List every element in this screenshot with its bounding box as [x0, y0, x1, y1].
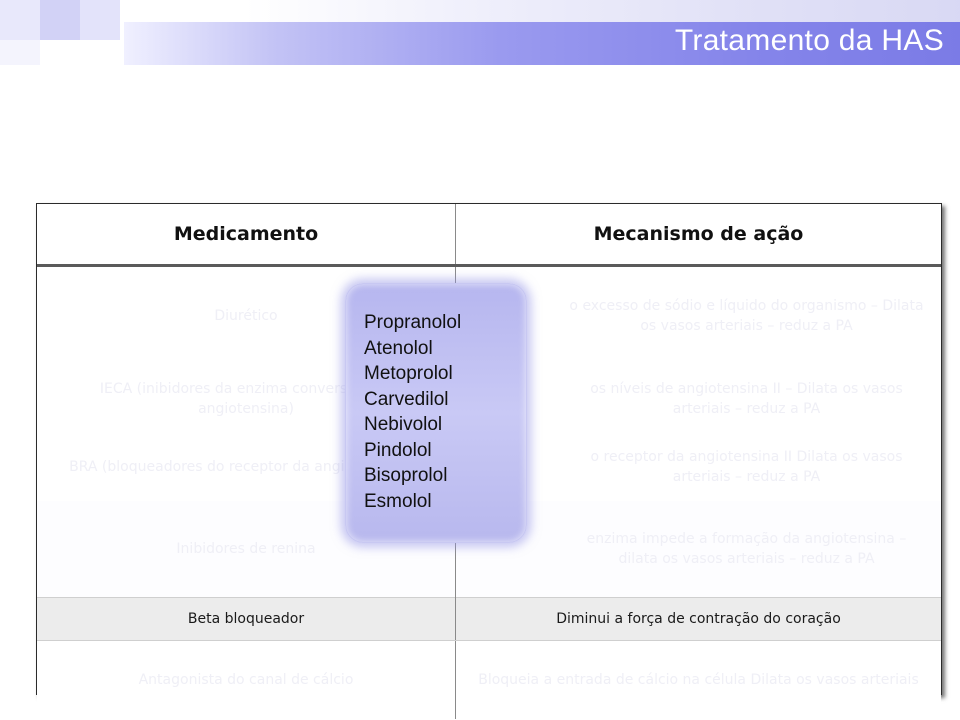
table-row-highlighted: Beta bloqueador Diminui a força de contr…	[37, 597, 941, 641]
table-row: Inibidores de renina enzima impede a for…	[37, 501, 941, 598]
slide-title: Tratamento da HAS	[674, 24, 944, 57]
table-header-row: Medicamento Mecanismo de ação	[37, 204, 941, 267]
cell-mecanismo: enzima impede a formação da angiotensina…	[455, 501, 941, 598]
list-item: Pindolol	[364, 439, 432, 461]
list-item: Metoprolol	[364, 363, 453, 384]
header-mecanismo: Mecanismo de ação	[455, 204, 941, 267]
header-accent-square-3	[80, 0, 120, 40]
list-item: Carvedilol	[364, 388, 449, 410]
cell-mecanismo: o excesso de sódio e líquido do organism…	[455, 265, 941, 365]
cell-medicamento: Antagonista do canal de cálcio	[37, 640, 456, 719]
header-accent-square-4	[0, 40, 40, 65]
cell-mecanismo: o receptor da angiotensina II Dilata os …	[455, 433, 941, 501]
beta-blocker-list: Propranolol Atenolol Metoprolol Carvedil…	[364, 310, 461, 514]
list-item: Atenolol	[364, 337, 433, 359]
list-item: Propranolol	[364, 312, 462, 333]
header-medicamento: Medicamento	[37, 204, 456, 267]
header-top-strip	[245, 0, 960, 22]
list-item: Esmolol	[364, 490, 432, 512]
cell-medicamento: Beta bloqueador	[37, 597, 456, 641]
beta-blocker-popup: Propranolol Atenolol Metoprolol Carvedil…	[345, 283, 527, 543]
header-accent-square-1	[0, 0, 40, 40]
cell-mecanismo: Diminui a força de contração do coração	[455, 597, 941, 641]
table-row: Antagonista do canal de cálcio Bloqueia …	[37, 640, 941, 719]
list-item: Nebivolol	[364, 414, 443, 435]
list-item: Bisoprolol	[364, 465, 448, 486]
header-bar	[124, 22, 960, 65]
cell-mecanismo: Bloqueia a entrada de cálcio na célula D…	[455, 640, 941, 719]
header-accent-square-2	[40, 0, 80, 40]
cell-mecanismo: os níveis de angiotensina II – Dilata os…	[455, 365, 941, 433]
